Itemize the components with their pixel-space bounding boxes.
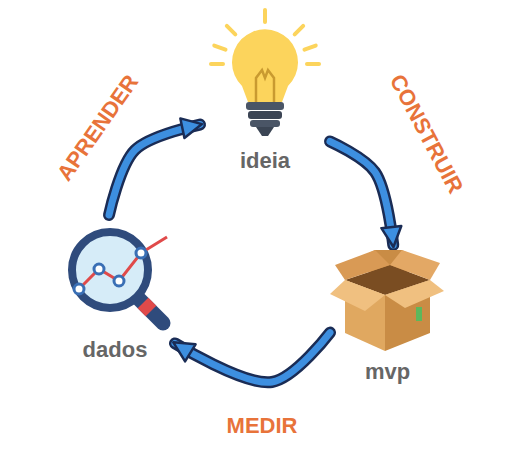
arrow-body [175,333,330,383]
magnifier-icon [55,215,175,335]
node-label: ideia [200,148,330,173]
box-icon [330,245,445,357]
icon-node: dados [55,215,175,364]
step-label: CONSTRUIR [385,71,468,198]
cycle-arrow [109,125,200,215]
cycle-arrow [330,141,393,245]
arrow-body [109,125,200,215]
arrow-outline [109,125,200,215]
bulb-icon [200,6,330,146]
icon-node: mvp [330,245,445,386]
cycle-arrow [175,333,330,383]
step-label: MEDIR [227,414,298,438]
arrow-body [330,141,393,245]
arrow-outline [330,141,393,245]
node-label: dados [55,337,175,362]
icon-node: ideia [200,6,330,175]
node-label: mvp [330,359,445,384]
arrow-outline [175,333,330,383]
